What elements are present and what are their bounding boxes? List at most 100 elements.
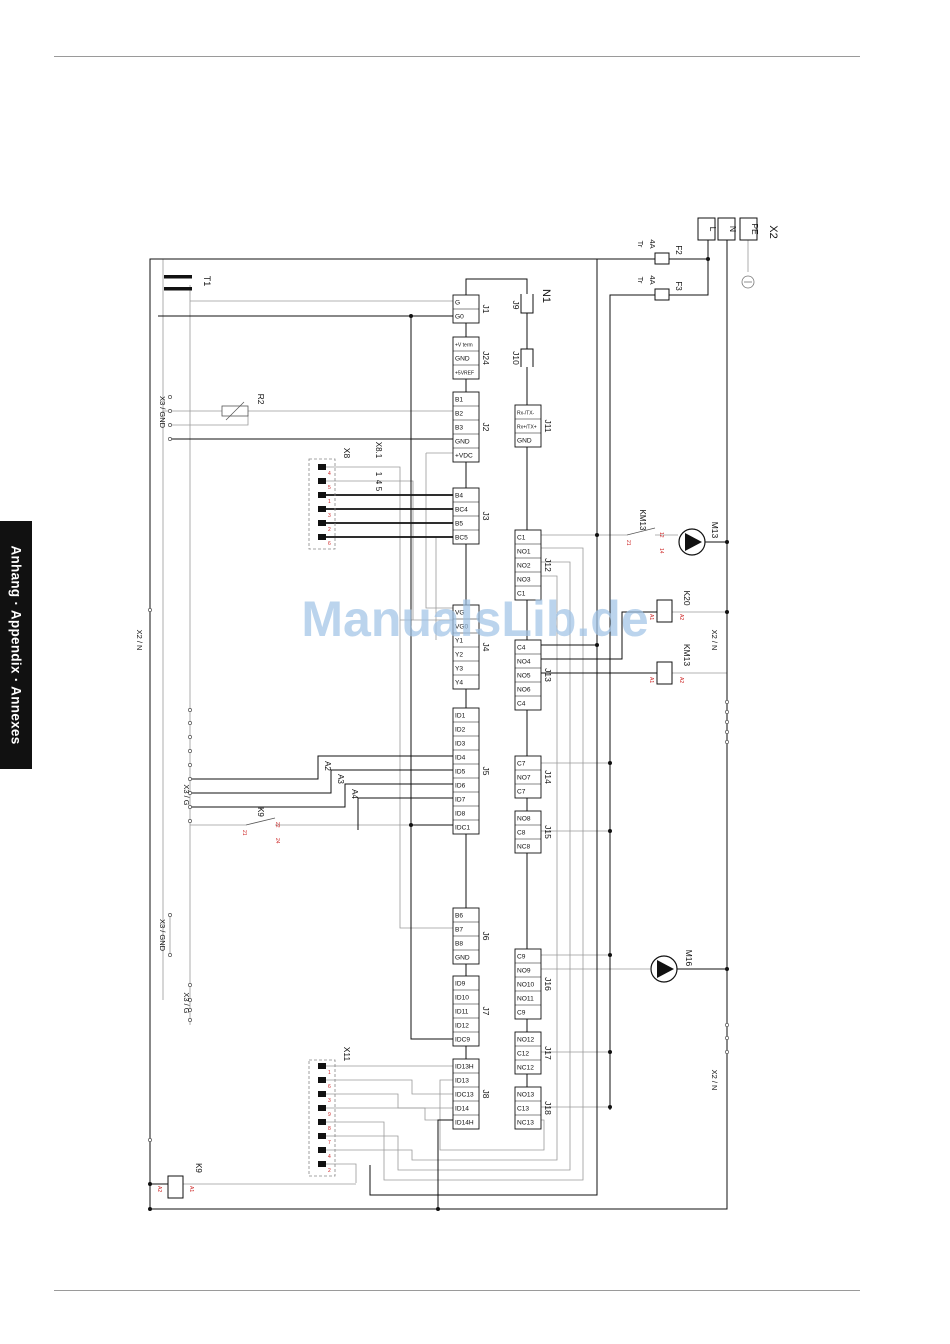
pin-label: ID13 (455, 1078, 469, 1085)
pin-label: ID4 (455, 755, 466, 762)
pin-label: NO6 (517, 687, 531, 694)
pin-label: C9 (517, 954, 526, 961)
symbols (148, 217, 758, 1211)
terminal-point (725, 720, 729, 724)
side-tab (0, 521, 32, 769)
pin-label: NO1 (517, 549, 531, 556)
fuse-type: Tr (636, 241, 645, 248)
terminal-point (188, 1008, 192, 1012)
x8-pin (318, 478, 326, 484)
pin-label: C4 (517, 645, 526, 652)
gray-wires (162, 240, 749, 1185)
terminal-point (725, 700, 729, 704)
x11-pin (318, 1063, 326, 1069)
pin-label: G0 (455, 314, 464, 321)
terminal-point (188, 1018, 192, 1022)
t1-core (164, 287, 192, 291)
m13-label: M13 (710, 522, 720, 539)
connector-j8 (452, 1058, 480, 1130)
terminal-point (725, 710, 729, 714)
wire (399, 620, 453, 929)
jumper-j10 (520, 348, 534, 367)
connector-j5 (452, 707, 480, 835)
t1-core (164, 275, 192, 279)
x8-pin (318, 464, 326, 470)
x11-pin (318, 1077, 326, 1083)
x11-pin-number: 1 (328, 1070, 331, 1076)
f3-label: F3 (674, 281, 683, 291)
n-loop (149, 240, 728, 1210)
x8-pin (318, 492, 326, 498)
connector-j12 (514, 529, 542, 601)
wire (357, 797, 453, 830)
wire (326, 575, 558, 1161)
junction-dot (608, 1105, 612, 1109)
x8-pin-number: 1 (328, 499, 331, 505)
pin-number: A2 (678, 614, 684, 620)
pin-label: Y2 (455, 652, 463, 659)
terminal-point (188, 819, 192, 823)
x8-housing (308, 458, 336, 550)
pin-label: ID13H (455, 1064, 474, 1071)
connector-label: J1 (481, 305, 491, 314)
fuse-rating: 4A (648, 239, 657, 248)
x2-n-label: X2 / N (135, 630, 144, 651)
x8-pin-number: 4 (328, 471, 331, 477)
pin-label: B5 (455, 521, 463, 528)
x3-gnd-label: X3 / GND (158, 919, 167, 952)
x8-pin (318, 520, 326, 526)
pin-label: NO13 (517, 1092, 535, 1099)
junction-dot (706, 257, 710, 261)
connector-label: J9 (511, 301, 521, 310)
pin-label: BC4 (455, 507, 468, 514)
x11-pin (318, 1105, 326, 1111)
wire (326, 547, 584, 1181)
pin-label: GND (517, 438, 532, 445)
terminal-point (188, 749, 192, 753)
pin-label: C12 (517, 1051, 529, 1058)
terminal-point (725, 730, 729, 734)
f3-bus (609, 294, 655, 1110)
f2-label: F2 (674, 245, 683, 255)
pin-number: A1 (648, 677, 654, 683)
pin-label: B4 (455, 493, 463, 500)
terminal-point (725, 1050, 729, 1054)
x11-pin-number: 8 (328, 1126, 331, 1132)
g-to-j9 (465, 278, 528, 295)
connector-j7 (452, 975, 480, 1047)
terminal-point (725, 740, 729, 744)
pin-label: NO10 (517, 982, 535, 989)
fuse-type: Tr (636, 277, 645, 284)
sensor-cables (326, 494, 453, 538)
connectors (452, 294, 542, 1130)
resistor-r2 (225, 401, 245, 421)
x3-gnd-label: X3 / GND (158, 396, 167, 429)
connector-label: J16 (543, 977, 553, 991)
junction-dot (608, 761, 612, 765)
wire (326, 480, 414, 620)
pin-label: NO5 (517, 673, 531, 680)
km13-coil (656, 661, 673, 685)
terminal-point (168, 395, 172, 399)
bottom-rule (54, 1290, 860, 1291)
x8-pin-number: 3 (328, 513, 331, 519)
k9-coil-label: K9 (194, 1163, 203, 1173)
pin-label: B6 (455, 913, 463, 920)
junction-dot (608, 1050, 612, 1054)
pin-number: A1 (648, 614, 654, 620)
connector-j14 (514, 755, 542, 799)
connector-label: J15 (543, 825, 553, 839)
pin-label: BC5 (455, 535, 468, 542)
connector-label: J17 (543, 1046, 553, 1060)
junction-dot (436, 1207, 440, 1211)
terminal-point (188, 763, 192, 767)
g0-to-idc9 (410, 316, 453, 1040)
pin-label: C13 (517, 1106, 529, 1113)
wire (326, 1093, 453, 1109)
x11-pin-number: 2 (328, 1168, 331, 1174)
km13-coil-label: KM13 (682, 644, 692, 666)
connector-label: J7 (481, 1007, 491, 1016)
fuse-rating: 4A (648, 275, 657, 284)
pin-label: VG (455, 610, 465, 617)
terminal-point (148, 1138, 152, 1142)
